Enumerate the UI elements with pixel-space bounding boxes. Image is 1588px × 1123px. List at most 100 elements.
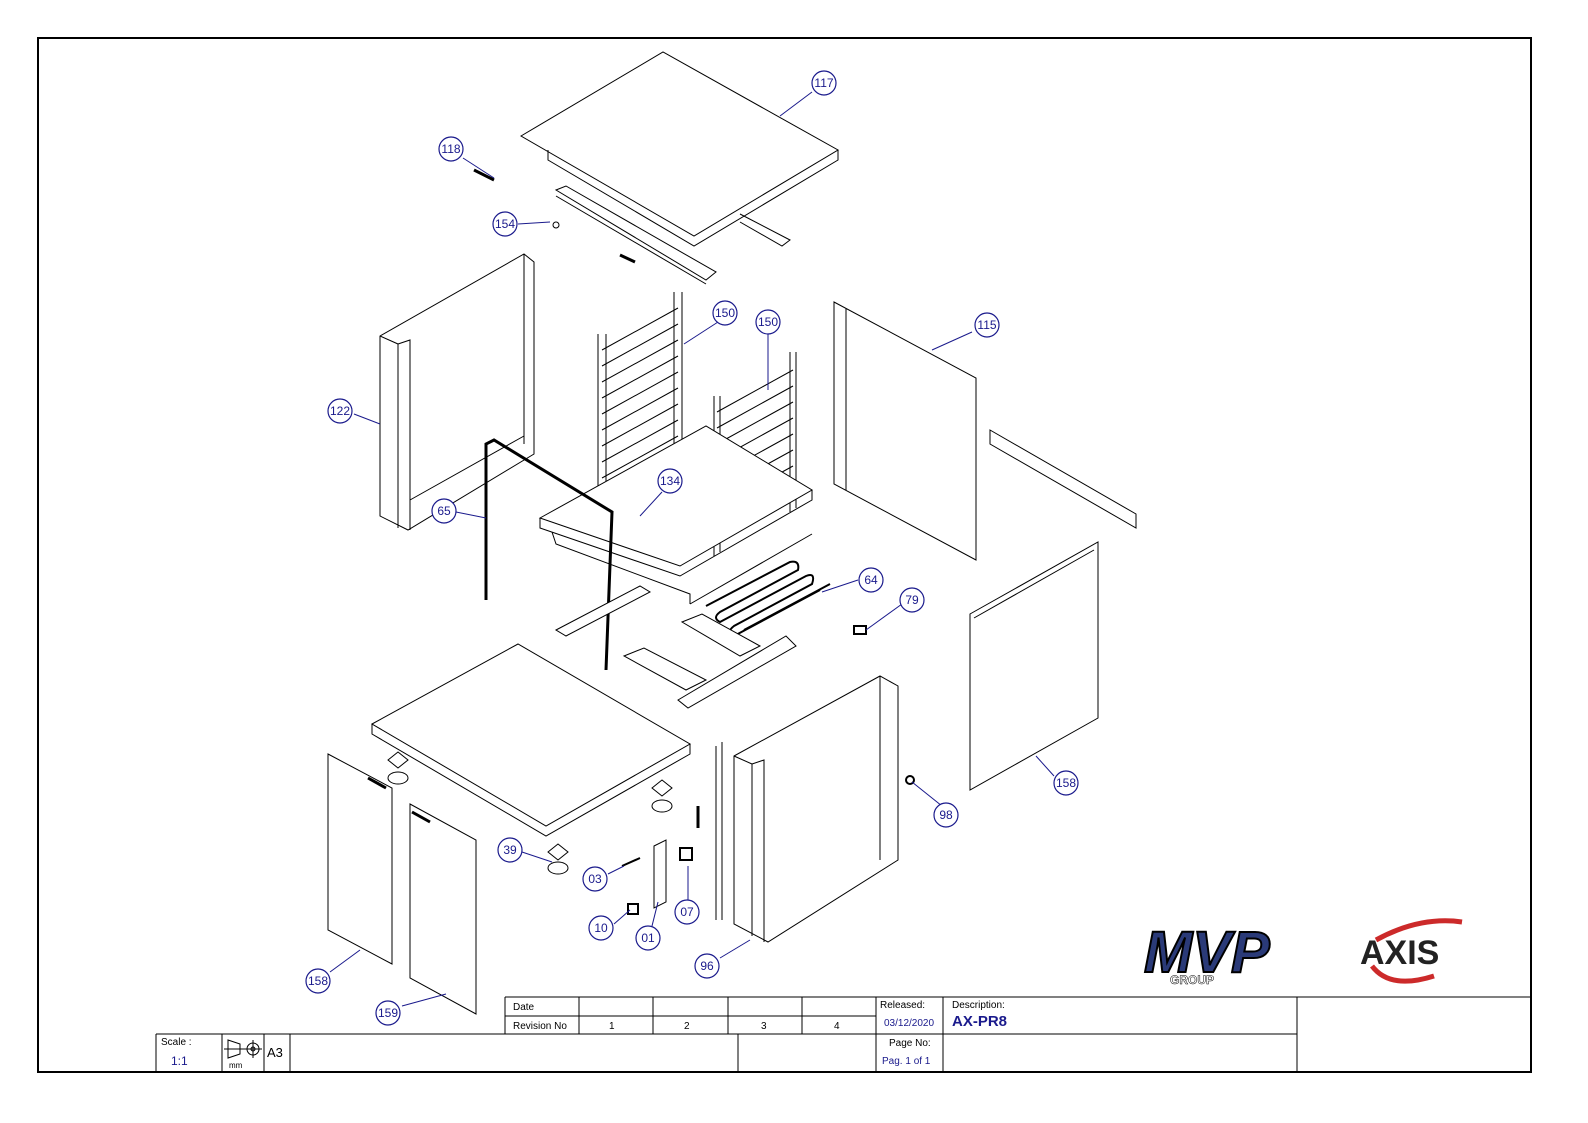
callout-circle [305,968,331,994]
part-top-rail [554,185,717,285]
part-cavity-floor [538,425,813,605]
part-right-side-panel [715,675,899,943]
revision-3: 3 [761,1021,767,1032]
callout-circle [327,398,353,424]
callout-150a: 150 [712,300,738,326]
callout-circle [582,866,608,892]
part-right-door [409,803,477,1015]
callout-01: 01 [635,925,661,951]
part-feet [387,751,673,875]
callout-label: 64 [864,573,878,587]
callout-64: 64 [858,567,884,593]
part-switch [679,847,693,861]
callout-115: 115 [974,312,1000,338]
callout-label: 118 [441,142,460,156]
part-back-panel [833,301,977,561]
callout-label: 01 [641,931,655,945]
part-probe [621,857,641,867]
drawing-border [37,37,1532,1073]
leader-lines [329,91,1055,1007]
callout-label: 10 [594,921,608,935]
callout-label: 158 [308,974,328,988]
part-door-gasket [484,438,614,671]
parts-line-art [327,51,1137,1015]
callout-label: 115 [977,318,996,332]
callout-circle [755,309,781,335]
units-label: mm [229,1061,243,1070]
description-label: Description: [952,1000,1005,1011]
callout-117: 117 [811,70,837,96]
callout-circle [497,837,523,863]
callout-150b: 150 [755,309,781,335]
callout-label: 98 [939,808,953,822]
callout-label: 65 [437,504,451,518]
paper-size: A3 [267,1045,283,1060]
callout-circle [588,915,614,941]
released-label: Released: [880,1000,926,1011]
part-knob [627,903,639,915]
callout-circle [431,498,457,524]
callout-98: 98 [933,802,959,828]
callout-circle [899,587,925,613]
callout-79: 79 [899,587,925,613]
callout-134: 134 [657,468,683,494]
callout-03: 03 [582,866,608,892]
callout-circle [635,925,661,951]
revision-1: 1 [609,1021,615,1032]
svg-text:MVP: MVP [1144,920,1270,985]
callout-label: 03 [588,872,602,886]
description-value: AX-PR8 [952,1013,1008,1030]
callout-label: 07 [680,905,694,919]
title-block-lines [155,996,1531,1072]
callout-circle [438,136,464,162]
page-label: Page No: [889,1038,931,1049]
callout-label: 39 [503,843,517,857]
part-nut [552,221,560,229]
callout-label: 150 [758,315,778,329]
callout-118: 118 [438,136,464,162]
callout-154: 154 [492,211,518,237]
callout-label: 134 [660,474,680,488]
callout-65: 65 [431,498,457,524]
callout-circle [674,899,700,925]
callout-bubbles: 117 118 154 150 150 115 122 134 65 64 79 158 98 39 03 0… [305,70,1079,1026]
callout-label: 159 [378,1006,398,1020]
page-value: Pag. 1 of 1 [882,1056,931,1067]
callout-label: 154 [495,217,515,231]
date-label: Date [513,1002,535,1013]
part-control-plate [653,839,667,909]
callout-circle [974,312,1000,338]
scale-label: Scale : [161,1037,192,1048]
callout-159: 159 [375,1000,401,1026]
callout-label: 117 [814,76,833,90]
callout-circle [712,300,738,326]
part-top-panel [520,51,839,247]
callout-label: 158 [1056,776,1076,790]
part-left-door [327,753,393,965]
revision-2: 2 [684,1021,690,1032]
callout-circle [933,802,959,828]
part-lower-supports [554,585,797,709]
revision-4: 4 [834,1021,840,1032]
released-date: 03/12/2020 [884,1018,935,1029]
callout-circle [694,953,720,979]
part-left-rack [597,292,683,496]
callout-158a: 158 [1053,770,1079,796]
callout-158b: 158 [305,968,331,994]
callout-circle [811,70,837,96]
projection-symbol-icon [224,1039,262,1059]
callout-label: 96 [700,959,714,973]
part-heating-element [705,560,831,638]
callout-label: 122 [330,404,350,418]
callout-circle [1053,770,1079,796]
callout-96: 96 [694,953,720,979]
part-base-panel [370,643,692,837]
callout-label: 150 [715,306,735,320]
callout-circle [375,1000,401,1026]
part-small-bracket [473,168,495,182]
callout-10: 10 [588,915,614,941]
part-grommet [905,775,915,785]
part-right-outer-panel [969,541,1099,791]
svg-text:GROUP: GROUP [1170,973,1214,987]
